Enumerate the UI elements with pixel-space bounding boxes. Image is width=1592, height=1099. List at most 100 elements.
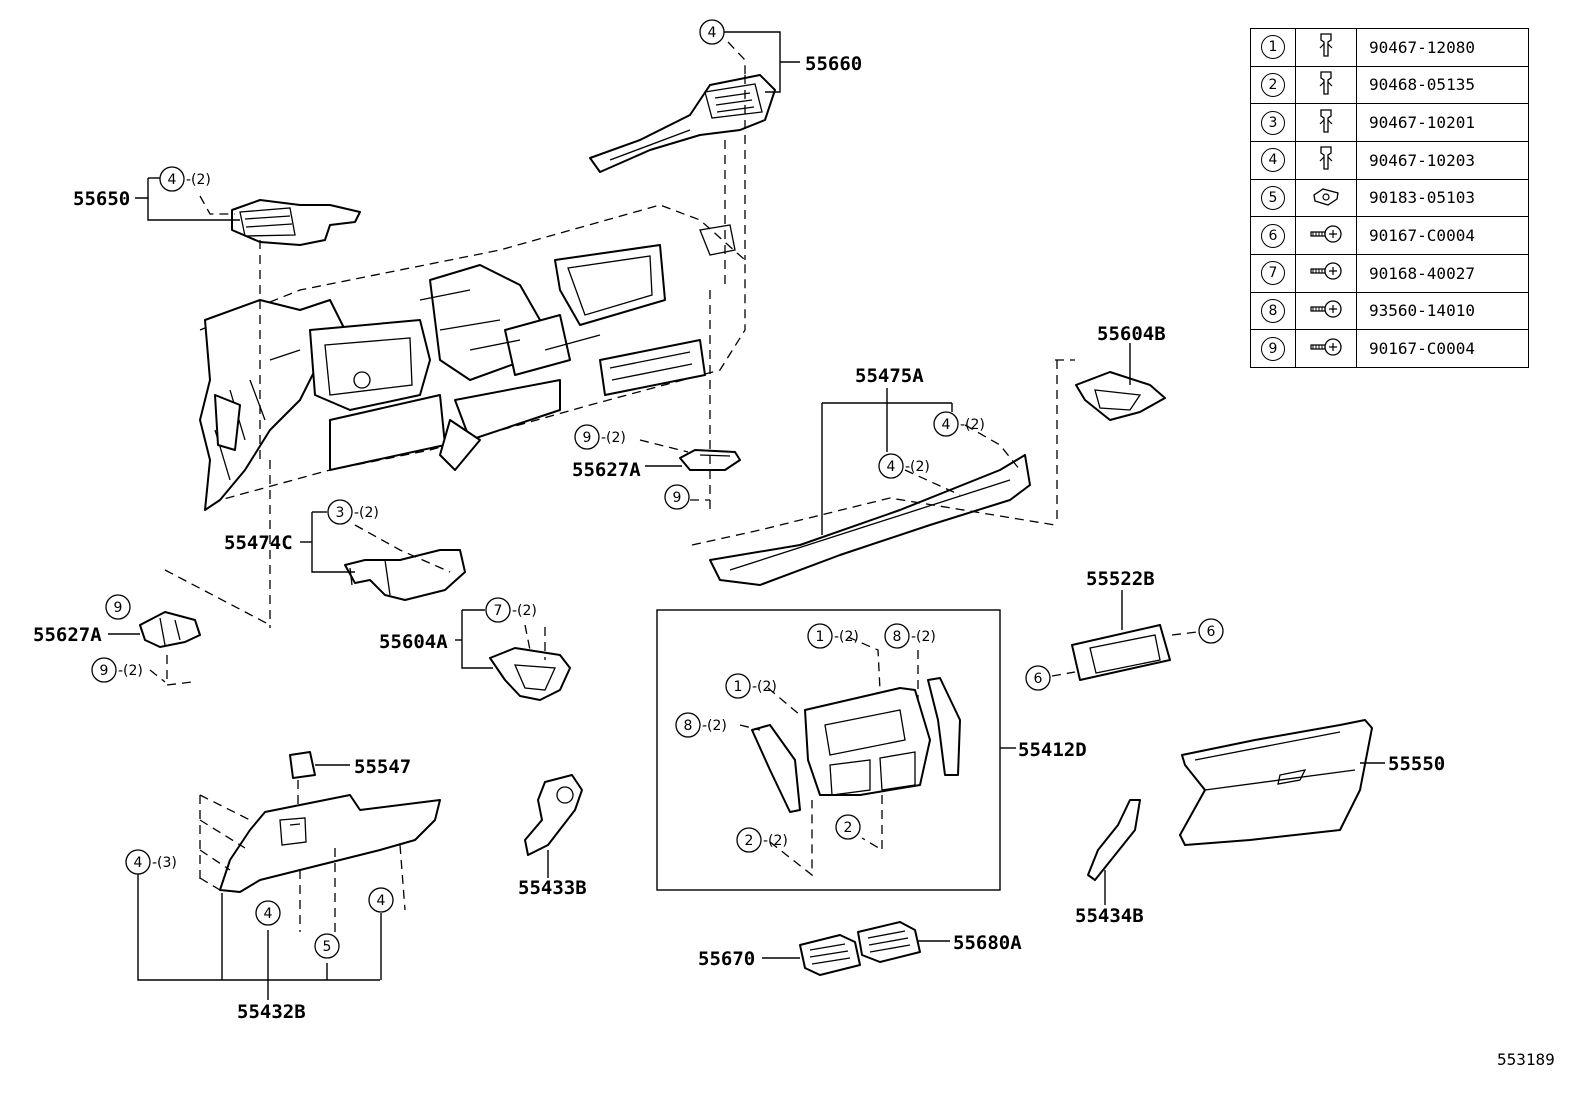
callout-6-55522B-right: 6 — [1198, 618, 1224, 644]
legend-row: 8 93560-14010 — [1250, 291, 1529, 331]
part-55412D-box — [656, 609, 1001, 891]
callout-3-55474C: 3 — [327, 499, 353, 525]
callout-1-55412D-a: 1 — [807, 623, 833, 649]
part-55604B-illustration — [1075, 371, 1166, 421]
svg-text:8: 8 — [684, 718, 693, 734]
svg-text:5: 5 — [323, 939, 332, 955]
svg-text:6: 6 — [1207, 624, 1216, 640]
qty-55412D-2a: -(2) — [763, 833, 788, 849]
legend-row: 6 90167-C0004 — [1250, 216, 1529, 255]
legend-number-cell: 5 — [1250, 178, 1296, 218]
svg-text:4: 4 — [134, 855, 143, 871]
callout-4-55650: 4 — [159, 166, 185, 192]
part-55547-illustration — [289, 751, 316, 779]
qty-55650-4: -(2) — [186, 172, 211, 188]
callout-4-55432B-c: 4 — [368, 887, 394, 913]
screw-icon — [1295, 253, 1357, 293]
legend-part-number: 90467-12080 — [1356, 28, 1529, 67]
legend-number-cell: 9 — [1250, 329, 1296, 368]
callout-8-55412D-a: 8 — [884, 623, 910, 649]
clip-icon — [1295, 140, 1357, 180]
callout-9-55627A-left-a: 9 — [105, 594, 131, 620]
label-55432B: 55432B — [237, 1001, 306, 1023]
qty-55627A-center: -(2) — [601, 430, 626, 446]
qty-55475A-a: -(2) — [960, 417, 985, 433]
qty-55604A: -(2) — [512, 603, 537, 619]
callout-9-55627A-left-b: 9 — [91, 657, 117, 683]
label-55550: 55550 — [1388, 753, 1445, 775]
svg-text:4: 4 — [168, 172, 177, 188]
clip-icon — [1295, 28, 1357, 67]
part-55434B-illustration — [1087, 799, 1141, 881]
svg-text:6: 6 — [1034, 671, 1043, 687]
callout-9-55627A-center-a: 9 — [574, 424, 600, 450]
qty-55412D-1b: -(2) — [752, 679, 777, 695]
svg-text:8: 8 — [893, 629, 902, 645]
legend-part-number: 93560-14010 — [1356, 291, 1529, 331]
legend-part-number: 90467-10203 — [1356, 140, 1529, 180]
label-55627A-left: 55627A — [33, 624, 102, 646]
svg-text:9: 9 — [673, 490, 682, 506]
instrument-panel-illustration — [199, 204, 746, 511]
label-55604A: 55604A — [379, 631, 448, 653]
qty-55412D-1a: -(2) — [834, 629, 859, 645]
svg-text:4: 4 — [942, 417, 951, 433]
svg-text:7: 7 — [494, 603, 503, 619]
legend-row: 2 90468-05135 — [1250, 65, 1529, 105]
legend-row: 9 90167-C0004 — [1250, 329, 1529, 368]
callout-4-55475A-a: 4 — [933, 411, 959, 437]
qty-55412D-8b: -(2) — [702, 718, 727, 734]
callout-9-55627A-center-b: 9 — [664, 484, 690, 510]
svg-text:1: 1 — [734, 679, 743, 695]
label-55547: 55547 — [354, 756, 411, 778]
screw-icon — [1295, 329, 1357, 368]
label-55474C: 55474C — [224, 532, 293, 554]
qty-55475A-b: -(2) — [905, 459, 930, 475]
part-55670-vent-illustration — [799, 934, 861, 976]
label-55660: 55660 — [805, 53, 862, 75]
part-55550-glove-box-illustration — [1179, 719, 1373, 846]
legend-row: 1 90467-12080 — [1250, 28, 1529, 67]
callout-5-55432B: 5 — [314, 933, 340, 959]
callout-8-55412D-b: 8 — [675, 712, 701, 738]
label-55412D: 55412D — [1018, 739, 1087, 761]
callout-4-55660: 4 — [699, 19, 725, 45]
legend-number-cell: 1 — [1250, 28, 1296, 67]
qty-55627A-left: -(2) — [118, 663, 143, 679]
svg-text:2: 2 — [844, 820, 853, 836]
callout-6-55522B-left: 6 — [1025, 665, 1051, 691]
callout-4-55475A-b: 4 — [878, 453, 904, 479]
label-55475A: 55475A — [855, 365, 924, 387]
part-55680A-vent-illustration — [857, 921, 921, 963]
legend-part-number: 90167-C0004 — [1356, 329, 1529, 368]
svg-text:4: 4 — [887, 459, 896, 475]
svg-text:4: 4 — [377, 893, 386, 909]
part-55627A-left-illustration — [139, 611, 201, 648]
label-55522B: 55522B — [1086, 568, 1155, 590]
legend-part-number: 90468-05135 — [1356, 65, 1529, 105]
legend-number: 5 — [1261, 185, 1285, 210]
label-55650: 55650 — [73, 188, 130, 210]
legend-number: 2 — [1261, 72, 1285, 97]
clip-icon — [1295, 65, 1357, 105]
qty-55432B-4: -(3) — [152, 855, 177, 871]
label-55627A-center: 55627A — [572, 459, 641, 481]
svg-text:4: 4 — [708, 25, 717, 41]
part-55522B-illustration — [1071, 624, 1171, 681]
legend-number-cell: 2 — [1250, 65, 1296, 105]
legend-number: 7 — [1261, 261, 1285, 286]
legend-number: 8 — [1261, 298, 1285, 323]
part-55433B-illustration — [524, 774, 583, 856]
qty-55412D-8a: -(2) — [911, 629, 936, 645]
part-55475A-illustration — [709, 454, 1031, 586]
legend-number: 6 — [1261, 223, 1285, 248]
legend-number: 3 — [1261, 110, 1285, 135]
legend-part-number: 90167-C0004 — [1356, 216, 1529, 255]
qty-55474C: -(2) — [354, 505, 379, 521]
svg-text:4: 4 — [264, 906, 273, 922]
part-55660-illustration — [589, 74, 776, 173]
